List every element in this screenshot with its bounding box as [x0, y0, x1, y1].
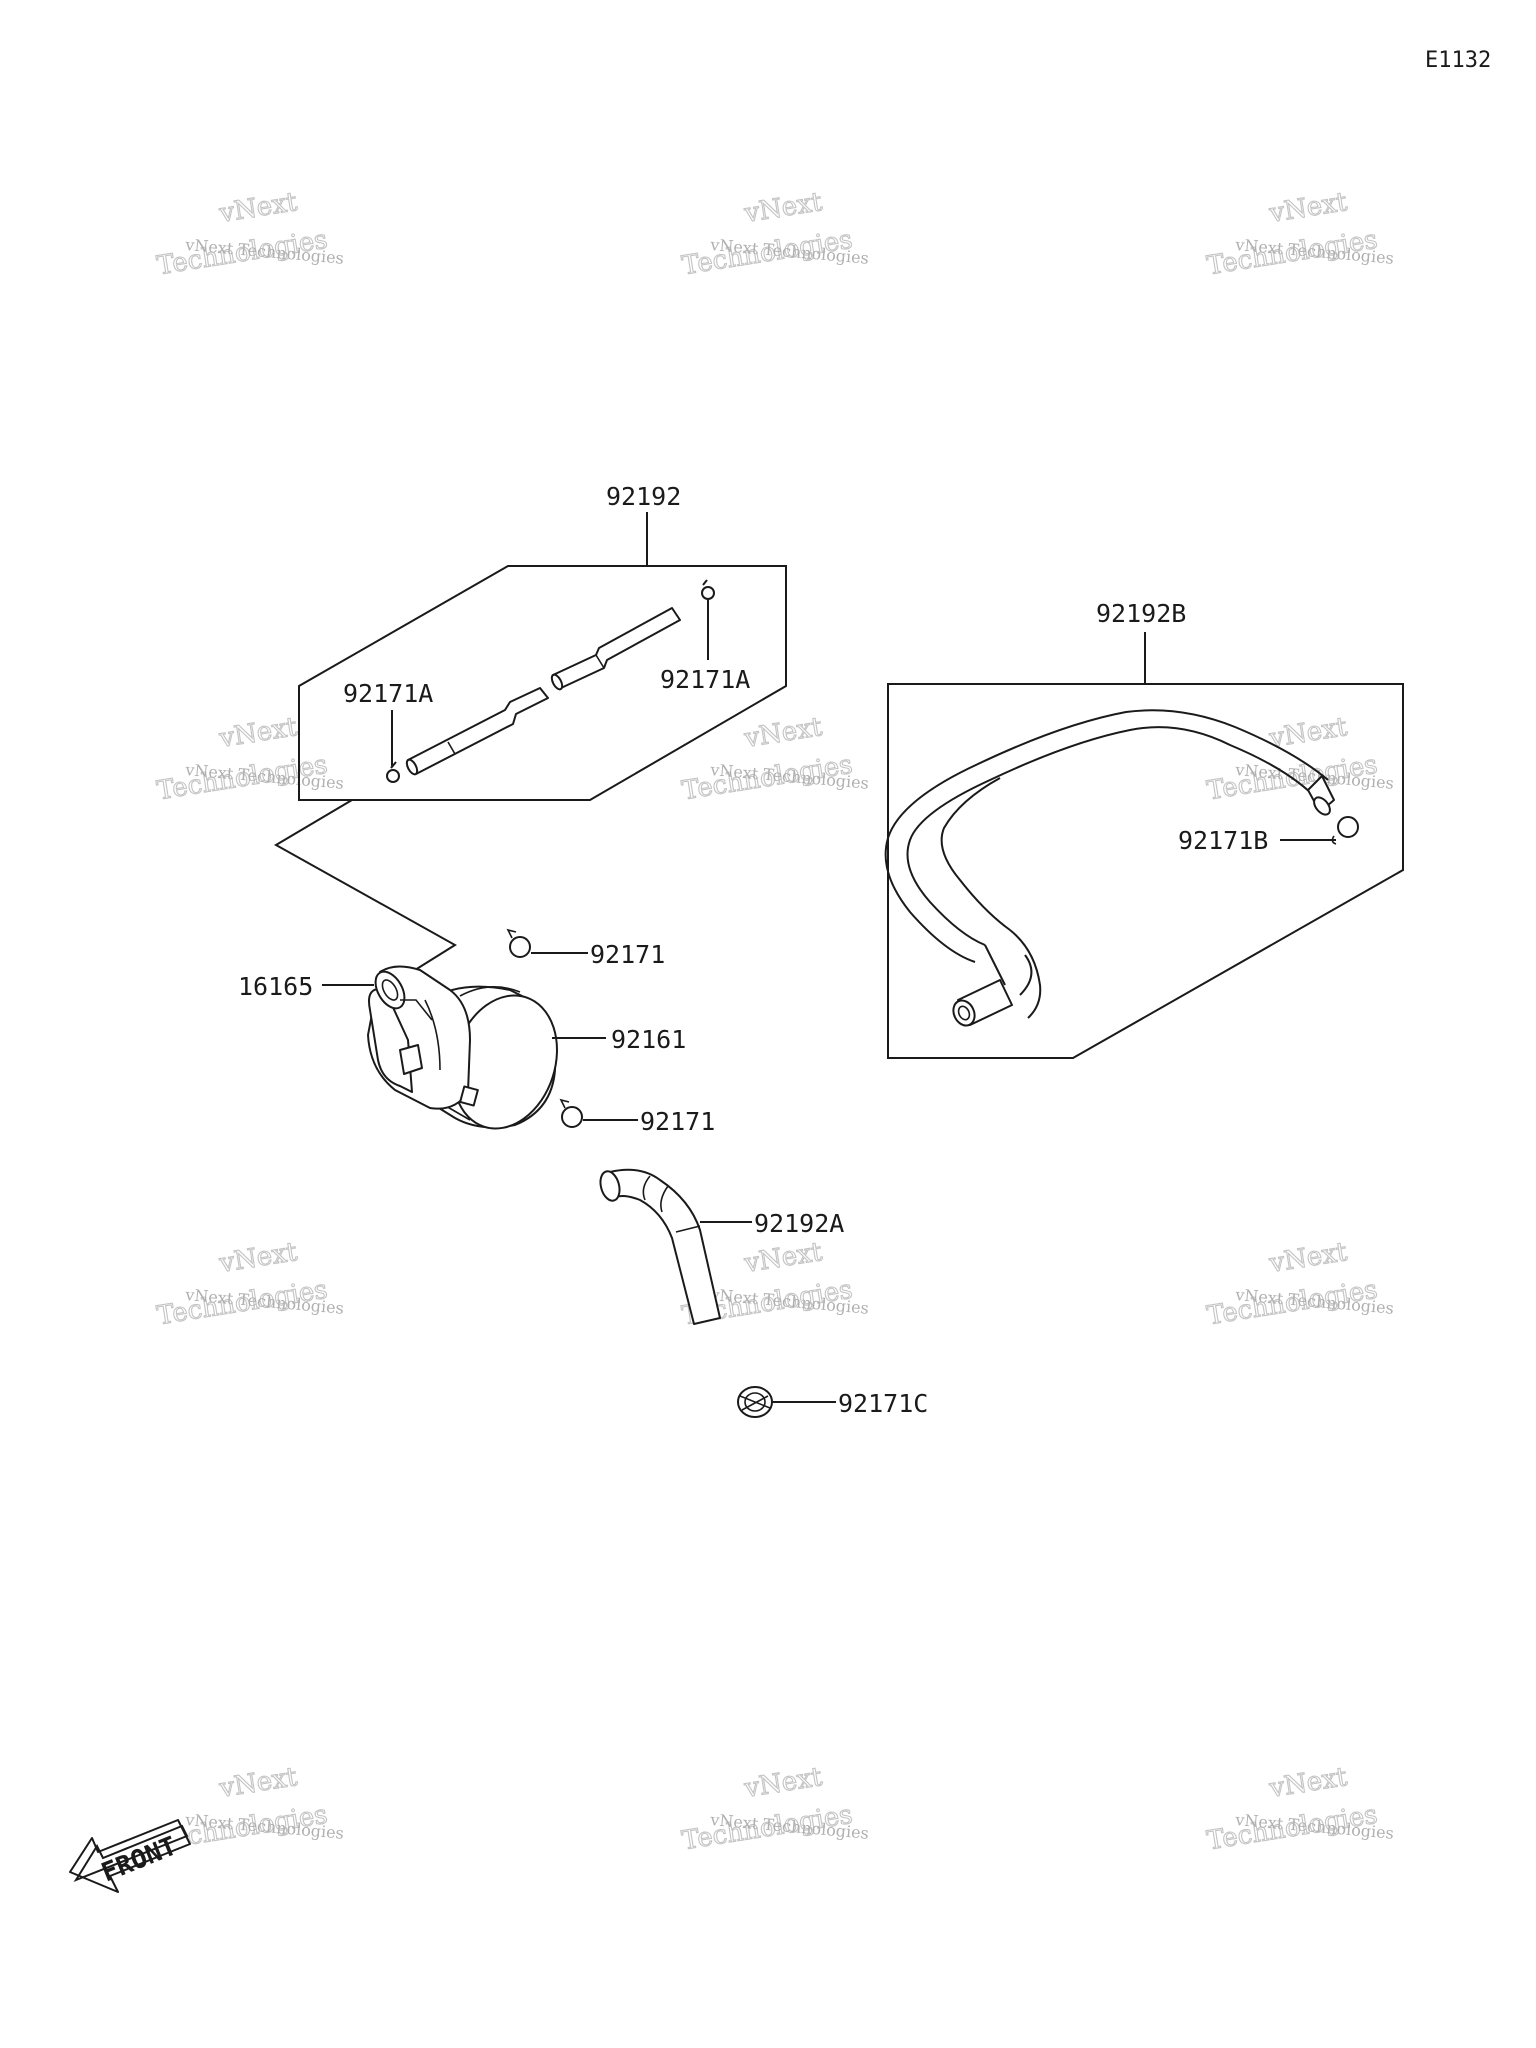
watermark-group: vNext Technologies vNext Technologies vN… [154, 186, 1394, 1856]
watermark-text-small: vNext [216, 712, 299, 754]
connection-line [273, 799, 457, 971]
clamp-92171a-right [701, 579, 715, 600]
watermark-text-small: vNext [741, 1237, 824, 1279]
callout-16165: 16165 [238, 972, 313, 1001]
clamp-92171c [737, 1386, 773, 1418]
watermark: vNext Technologies vNext Technologies [679, 711, 869, 806]
kit-boundary-upper [298, 565, 787, 801]
watermark: vNext Technologies vNext Technologies [679, 1761, 869, 1856]
watermark: vNext Technologies vNext Technologies [1204, 186, 1394, 281]
callout-92171-lower: 92171 [640, 1107, 715, 1136]
watermark: vNext Technologies vNext Technologies [1204, 711, 1394, 806]
callout-92192a: 92192A [754, 1209, 844, 1238]
hose-92192a [599, 1168, 721, 1325]
clamp-92171-upper [506, 928, 531, 958]
callout-92171-upper: 92171 [590, 940, 665, 969]
watermark-text-small: vNext [1266, 1762, 1349, 1804]
watermark-text-small: vNext [741, 187, 824, 229]
hose-kit-92192b: 92192B 92171B [884, 599, 1404, 1059]
watermark-text-small: vNext [741, 1762, 824, 1804]
hose-92192b [884, 709, 1335, 1027]
hose-segment-lower [405, 687, 549, 776]
watermark: vNext Technologies vNext Technologies [154, 186, 344, 281]
hose-kit-92192: 92192 92171A 92171A [273, 482, 787, 971]
filter-body-16165 [367, 965, 479, 1110]
diagram-code: E1132 [1425, 48, 1491, 73]
clamp-92171a-left [386, 761, 400, 783]
watermark: vNext Technologies vNext Technologies [154, 1236, 344, 1331]
watermark-text-small: vNext [216, 1237, 299, 1279]
front-arrow-icon: FRONT [69, 1819, 191, 1893]
callout-92171a-right: 92171A [660, 665, 750, 694]
clamp-92171b [1331, 816, 1359, 845]
watermark-text-small: vNext [1266, 1237, 1349, 1279]
watermark-text-small: vNext [216, 1762, 299, 1804]
callout-92171b: 92171B [1178, 826, 1268, 855]
callout-92192: 92192 [606, 482, 681, 511]
clamp-92171-lower [559, 1098, 583, 1128]
watermark: vNext Technologies vNext Technologies [1204, 1761, 1394, 1856]
watermark-text-small: vNext [216, 187, 299, 229]
callout-92161: 92161 [611, 1025, 686, 1054]
hose-segment-upper [550, 607, 681, 691]
callout-92171a-left: 92171A [343, 679, 433, 708]
watermark-text-small: vNext [741, 712, 824, 754]
kit-boundary-right [887, 683, 1404, 1059]
watermark: vNext Technologies vNext Technologies [1204, 1236, 1394, 1331]
callout-92192b: 92192B [1096, 599, 1186, 628]
watermark: vNext Technologies vNext Technologies [679, 186, 869, 281]
watermark-text-small: vNext [1266, 187, 1349, 229]
watermark: vNext Technologies vNext Technologies [154, 711, 344, 806]
callout-92171c: 92171C [838, 1389, 928, 1418]
air-filter-assembly [367, 965, 558, 1130]
